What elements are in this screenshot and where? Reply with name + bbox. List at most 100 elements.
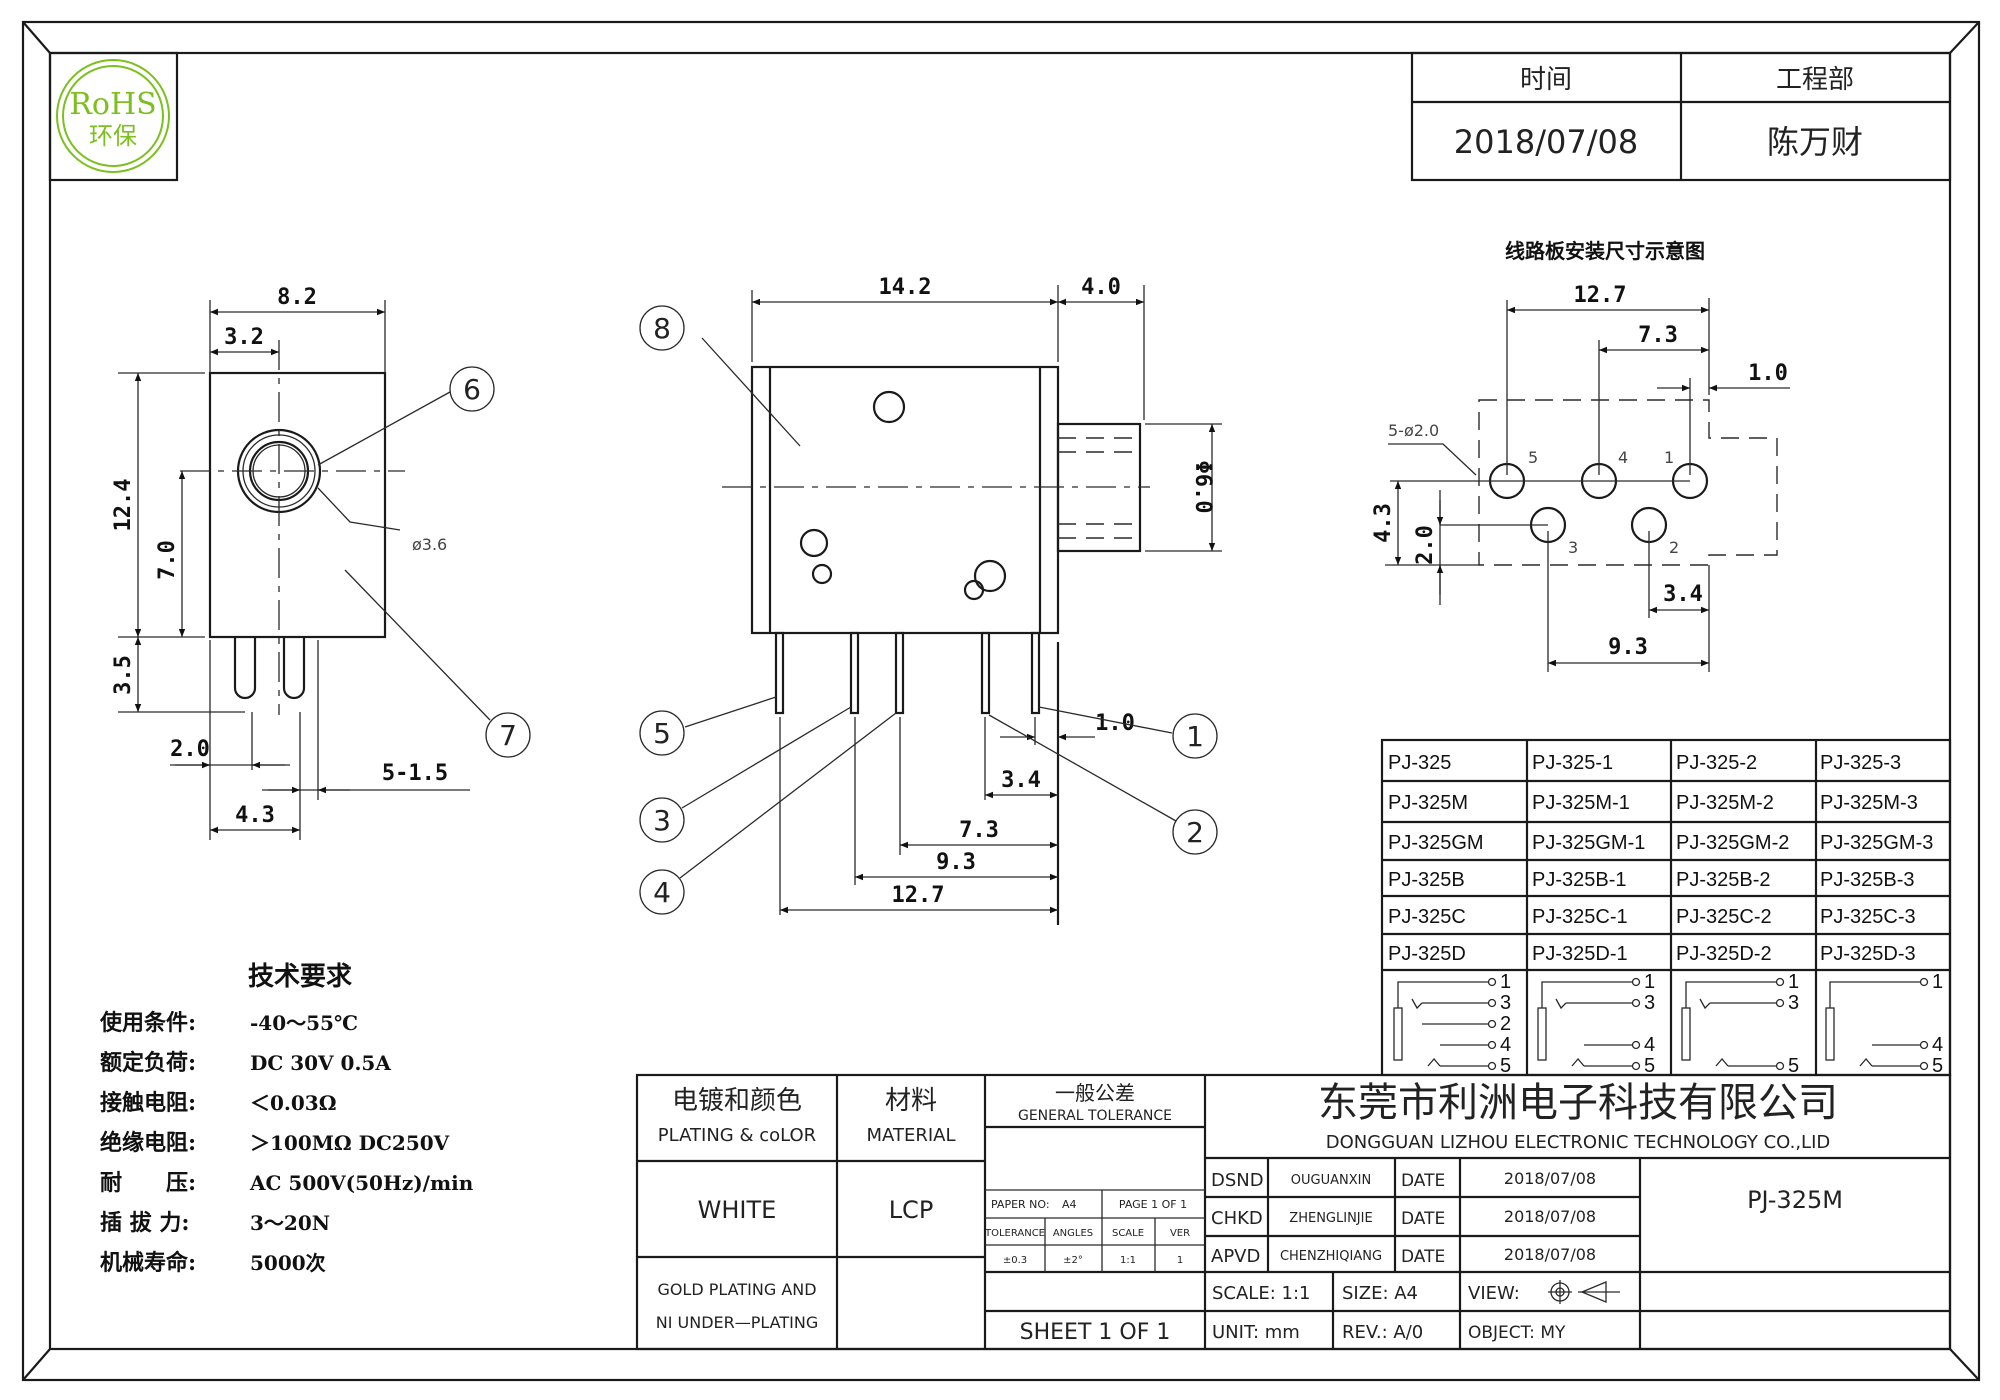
tech-req-label: 额定负荷: xyxy=(100,1050,196,1076)
tech-req-value: 3～20N xyxy=(250,1211,330,1235)
dim-7-3: 7.3 xyxy=(959,818,999,843)
balloon-2: 2 xyxy=(1186,816,1204,849)
plating-value-line1: GOLD PLATING AND xyxy=(657,1280,816,1299)
model-cell: PJ-325D-2 xyxy=(1676,943,1772,965)
schematic-pin-label: 5 xyxy=(1644,1055,1655,1077)
tech-req-label: 绝缘电阻: xyxy=(100,1130,196,1156)
model-cell: PJ-325M-3 xyxy=(1820,792,1918,814)
model-cell: PJ-325GM-2 xyxy=(1676,832,1789,854)
hole-label-3: 3 xyxy=(1568,538,1578,557)
tech-req-label: 插 拔 力: xyxy=(100,1210,189,1236)
tech-req-value: -40～55℃ xyxy=(250,1011,358,1035)
paper-size: A4 xyxy=(1062,1198,1077,1211)
schematic-pin-label: 3 xyxy=(1788,992,1799,1014)
plating-value-line2: NI UNDER—PLATING xyxy=(656,1313,819,1332)
sign-role: CHKD xyxy=(1211,1208,1263,1229)
plating-label-en: PLATING & coLOR xyxy=(658,1125,816,1146)
hole-label-1: 1 xyxy=(1664,448,1674,467)
model-cell: PJ-325D-1 xyxy=(1532,943,1628,965)
hole-label-4: 4 xyxy=(1618,448,1628,467)
schematic-pin-label: 1 xyxy=(1788,971,1799,993)
tol-value-ver: 1 xyxy=(1177,1255,1183,1266)
side-view: 14.2 4.0 Φ6.0 1.0 3.4 7.3 9.3 12.7 8 5 3 xyxy=(639,275,1222,925)
sign-date-label: DATE xyxy=(1401,1171,1445,1191)
dim-width: 8.2 xyxy=(277,285,317,310)
model-cell: PJ-325-2 xyxy=(1676,752,1757,774)
dim-9-3: 9.3 xyxy=(936,850,976,875)
model-cell: PJ-325C-3 xyxy=(1820,906,1916,928)
material-label-cn: 材料 xyxy=(885,1086,937,1116)
sheet-label: SHEET 1 OF 1 xyxy=(1020,1320,1171,1345)
pcb-hole-note: 5-ø2.0 xyxy=(1388,421,1439,440)
model-cell: PJ-325D-3 xyxy=(1820,943,1916,965)
model-cell: PJ-325C-2 xyxy=(1676,906,1772,928)
company-name-cn: 东莞市利洲电子科技有限公司 xyxy=(1318,1080,1838,1126)
sign-date: 2018/07/08 xyxy=(1504,1245,1596,1264)
pcb-dim-total: 12.7 xyxy=(1574,283,1627,308)
model-cell: PJ-325B-3 xyxy=(1820,869,1915,891)
view-label: VIEW: xyxy=(1468,1283,1520,1304)
dim-pin-span: 4.3 xyxy=(235,803,275,828)
dim-offset: 3.2 xyxy=(224,325,264,350)
title-block: 电镀和颜色 PLATING & coLOR 材料 MATERIAL WHITE … xyxy=(635,1073,1952,1351)
tech-req-label: 使用条件: xyxy=(99,1010,196,1036)
approval-header-dept: 工程部 xyxy=(1776,65,1854,95)
tech-req-value: AC 500V(50Hz)/min xyxy=(249,1171,474,1195)
dim-body-length: 14.2 xyxy=(879,275,932,300)
dim-edge: 1.0 xyxy=(1095,711,1135,736)
pcb-dim-mid: 7.3 xyxy=(1638,323,1678,348)
model-cell: PJ-325GM-1 xyxy=(1532,832,1645,854)
tolerance-label-en: GENERAL TOLERANCE xyxy=(1018,1108,1172,1124)
sign-role: APVD xyxy=(1211,1246,1260,1267)
schematic-pin-label: 4 xyxy=(1644,1034,1655,1056)
model-cell: PJ-325 xyxy=(1388,752,1451,774)
pcb-dim-row: 4.3 xyxy=(1371,503,1396,543)
rohs-text: RoHS xyxy=(69,87,156,122)
approval-name: 陈万财 xyxy=(1767,123,1863,161)
plating-label-cn: 电镀和颜色 xyxy=(672,1086,802,1116)
wiring-schematic: 145 xyxy=(1825,971,1943,1077)
model-cell: PJ-325GM-3 xyxy=(1820,832,1933,854)
model-cell: PJ-325-1 xyxy=(1532,752,1613,774)
model-cell: PJ-325C xyxy=(1388,906,1466,928)
dim-nose-length: 4.0 xyxy=(1081,275,1121,300)
model-cell: PJ-325M-2 xyxy=(1676,792,1774,814)
page-label: PAGE 1 OF 1 xyxy=(1119,1198,1187,1211)
tol-value-tolerance: ±0.3 xyxy=(1003,1255,1027,1266)
pcb-dim-9-3: 9.3 xyxy=(1608,635,1648,660)
tolerance-label-cn: 一般公差 xyxy=(1055,1081,1135,1105)
sign-name: ZHENGLINJIE xyxy=(1289,1211,1372,1226)
dim-pin-length: 3.5 xyxy=(111,655,136,695)
tech-req-label: 机械寿命: xyxy=(100,1250,196,1276)
dim-bore: ø3.6 xyxy=(412,535,447,554)
pcb-dim-3-4: 3.4 xyxy=(1663,582,1703,607)
scale-label: SCALE: 1:1 xyxy=(1212,1283,1310,1304)
part-number: PJ-325M xyxy=(1747,1186,1843,1214)
tol-header-angles: ANGLES xyxy=(1053,1228,1093,1239)
model-cell: PJ-325C-1 xyxy=(1532,906,1628,928)
pcb-title: 线路板安装尺寸示意图 xyxy=(1505,239,1705,263)
dim-nose-dia: Φ6.0 xyxy=(1190,461,1215,514)
sign-date: 2018/07/08 xyxy=(1504,1207,1596,1226)
tol-value-angles: ±2° xyxy=(1063,1255,1083,1266)
model-cell: PJ-325B-1 xyxy=(1532,869,1627,891)
paper-no-label: PAPER NO: xyxy=(991,1198,1050,1211)
tol-value-scale: 1:1 xyxy=(1120,1255,1136,1266)
tech-req-value: DC 30V 0.5A xyxy=(250,1051,391,1075)
approval-date: 2018/07/08 xyxy=(1454,123,1638,161)
schematic-pin-label: 4 xyxy=(1500,1034,1511,1056)
dim-12-7: 12.7 xyxy=(892,883,945,908)
schematic-pin-label: 1 xyxy=(1932,971,1943,993)
tol-header-scale: SCALE xyxy=(1112,1228,1144,1239)
balloon-5: 5 xyxy=(653,717,671,750)
rev-label: REV.: A/0 xyxy=(1342,1322,1423,1343)
dim-pin-note: 5-1.5 xyxy=(382,761,448,786)
model-cell: PJ-325B-2 xyxy=(1676,869,1771,891)
model-cell: PJ-325M-1 xyxy=(1532,792,1630,814)
balloon-1: 1 xyxy=(1186,720,1204,753)
wiring-schematic: 135 xyxy=(1681,971,1799,1077)
sign-date: 2018/07/08 xyxy=(1504,1169,1596,1188)
pcb-layout: 线路板安装尺寸示意图 5 4 1 3 2 5-ø2.0 12.7 7.3 1.0… xyxy=(1371,239,1790,672)
